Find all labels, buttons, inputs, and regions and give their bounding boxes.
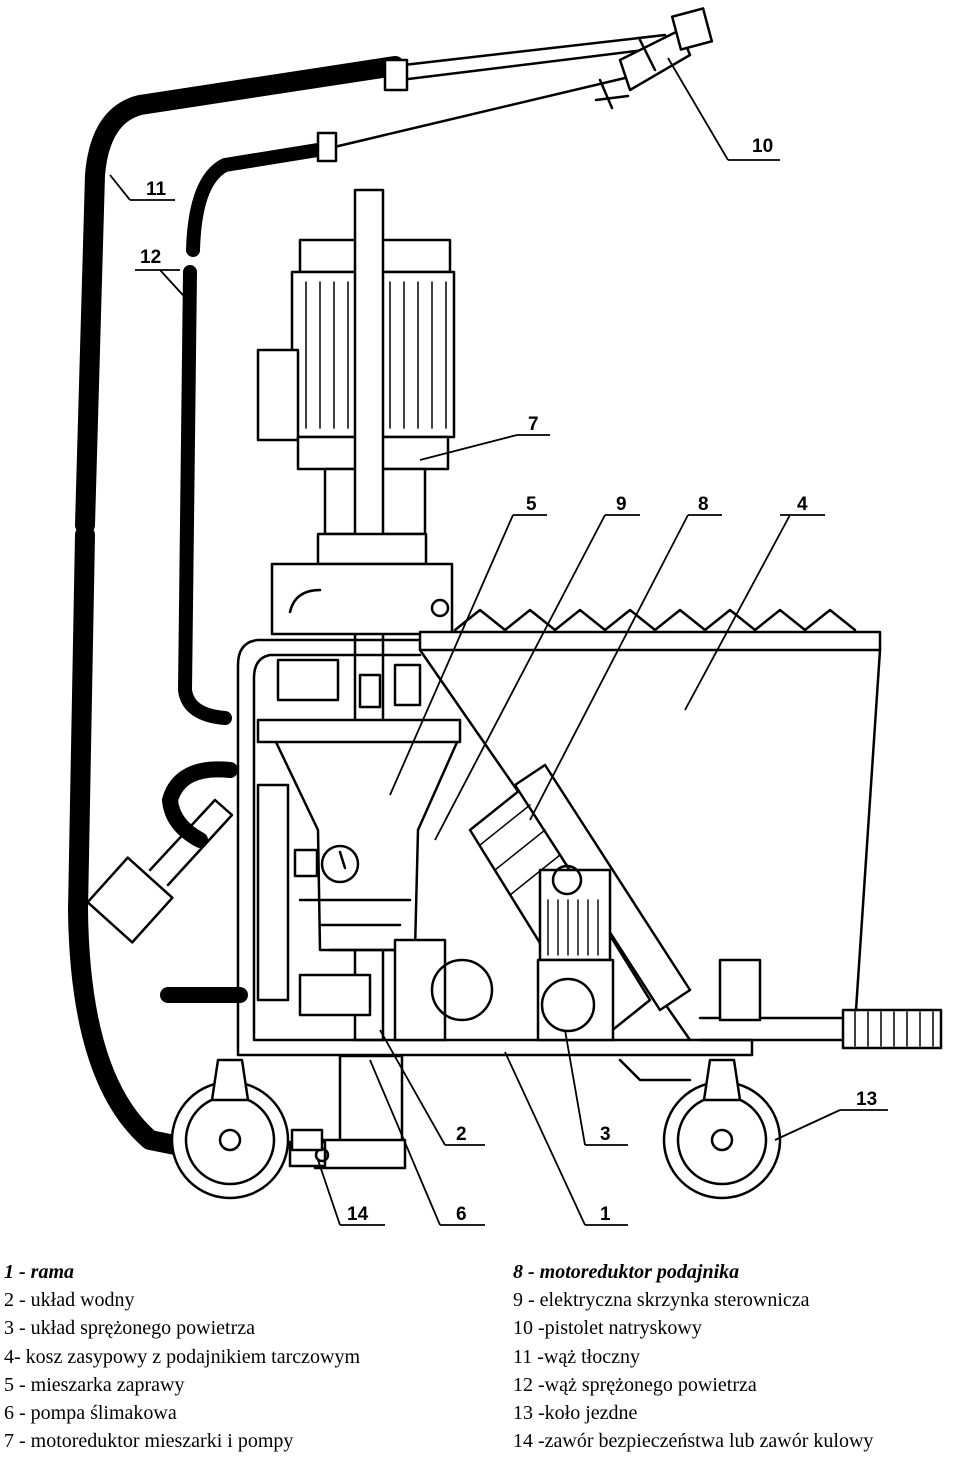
callout-10: 10 (752, 136, 773, 157)
callout-2: 2 (456, 1124, 467, 1145)
air-hose (160, 141, 337, 1003)
handle (86, 798, 234, 944)
screw-pump (313, 1054, 407, 1170)
wheel-right (662, 1058, 782, 1200)
machine-drawing: 1 2 3 4 5 6 7 8 9 10 11 12 13 14 (68, 7, 943, 1226)
legend-item-10: 10 -pistolet natryskowy (513, 1317, 702, 1340)
legend-item-6: 6 - pompa ślimakowa (4, 1402, 177, 1425)
callout-14: 14 (347, 1204, 369, 1225)
callout-8: 8 (698, 494, 709, 515)
callout-11: 11 (146, 179, 167, 200)
air-compressor (536, 864, 615, 1042)
legend: 1 - rama 2 - układ wodny 3 - układ spręż… (0, 1258, 960, 1458)
mixer-housing (256, 562, 462, 952)
callout-5: 5 (526, 494, 537, 515)
callout-1: 1 (600, 1204, 611, 1225)
frame (236, 638, 943, 1057)
callout-12: 12 (140, 247, 161, 268)
callout-3: 3 (600, 1124, 611, 1145)
callout-13: 13 (856, 1089, 877, 1110)
legend-item-13: 13 -koło jezdne (513, 1402, 638, 1425)
legend-column-right: 8 - motoreduktor podajnika 9 - elektrycz… (513, 1258, 873, 1455)
spray-gun (594, 7, 714, 110)
water-system (256, 783, 494, 1042)
legend-item-11: 11 -wąż tłoczny (513, 1345, 640, 1368)
callout-4: 4 (797, 494, 808, 515)
legend-item-4: 4- kosz zasypowy z podajnikiem tarczowym (4, 1345, 361, 1368)
legend-item-2: 2 - układ wodny (4, 1289, 135, 1312)
delivery-hose (68, 56, 405, 1160)
legend-item-1: 1 - rama (4, 1261, 74, 1283)
wheel-left (170, 1058, 324, 1200)
control-box (276, 658, 422, 709)
legend-column-left: 1 - rama 2 - układ wodny 3 - układ spręż… (4, 1258, 360, 1455)
callout-7: 7 (528, 414, 539, 435)
legend-item-7: 7 - motoreduktor mieszarki i pompy (4, 1430, 294, 1453)
legend-item-8: 8 - motoreduktor podajnika (513, 1261, 740, 1283)
legend-item-12: 12 -wąż sprężonego powietrza (513, 1373, 757, 1396)
legend-item-14: 14 -zawór bezpieczeństwa lub zawór kulow… (513, 1430, 874, 1453)
leader-lines (109, 57, 888, 1226)
legend-item-5: 5 - mieszarka zaprawy (4, 1373, 185, 1396)
legend-item-3: 3 - układ sprężonego powietrza (4, 1317, 256, 1340)
callout-9: 9 (616, 494, 627, 515)
legend-item-9: 9 - elektryczna skrzynka sterownicza (513, 1289, 810, 1312)
callout-6: 6 (456, 1204, 467, 1225)
spray-lance (316, 33, 667, 163)
hopper-support (718, 958, 762, 1022)
